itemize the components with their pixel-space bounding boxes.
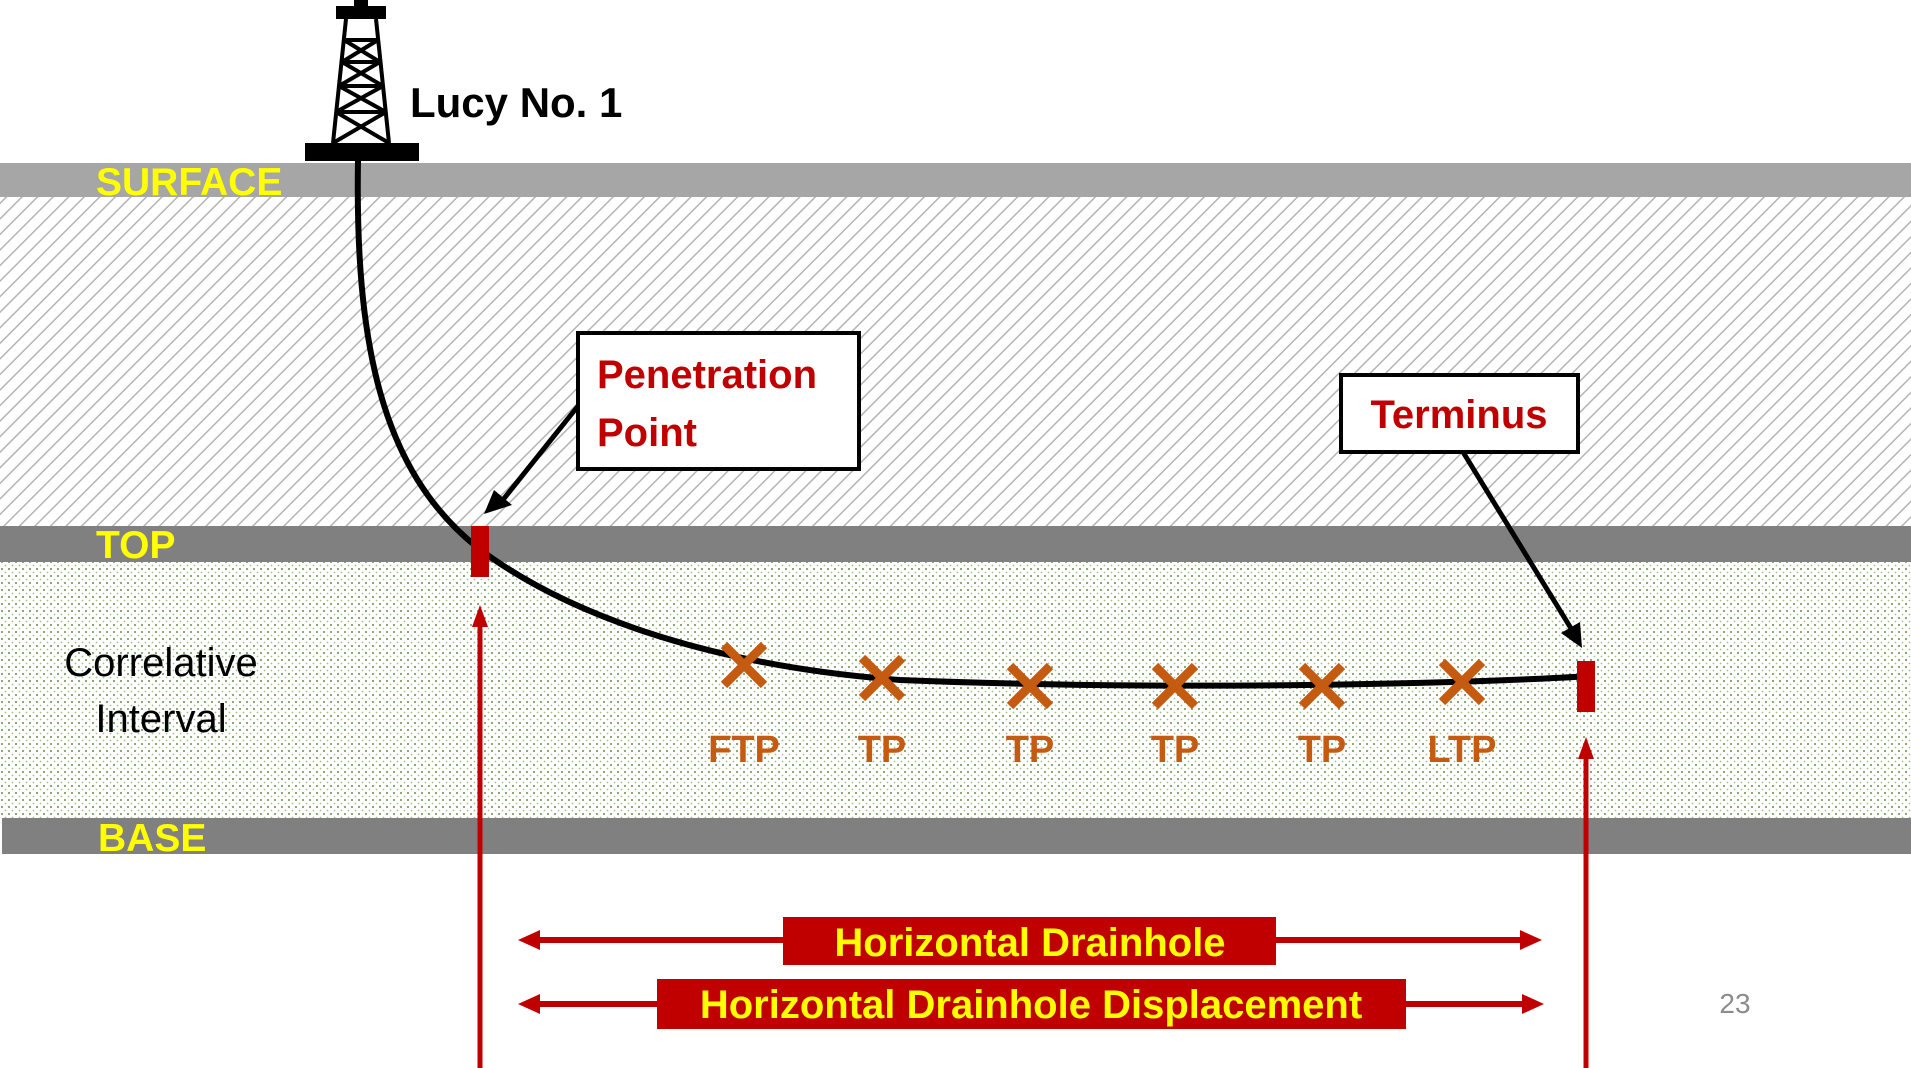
top-label: TOP [96,524,175,567]
take-point-label: FTP [708,729,780,771]
take-point-label: TP [858,729,907,771]
take-points: FTP TP TP TP TP LTP [708,641,1497,771]
surface-bar [0,163,1911,197]
penetration-point-text-line2: Point [597,411,697,455]
penetration-vertical-arrowhead [472,605,488,627]
terminus-vertical-arrowhead [1578,737,1594,759]
take-point-x-icon [858,654,906,702]
take-point-x-icon [1298,662,1346,710]
penetration-point-arrowhead [484,490,512,514]
correlative-interval-layer [0,562,1911,818]
horizontal-drainhole-label: Horizontal Drainhole [834,921,1225,965]
interval-label-line1: Correlative [64,641,257,685]
base-bar [2,818,1911,854]
terminus-arrowhead [1561,622,1582,648]
top-bar [0,526,1911,562]
take-point-x-icon [720,641,768,689]
take-point-label: TP [1006,729,1055,771]
interval-label-line2: Interval [95,697,226,741]
horizontal-drainhole-displacement-label: Horizontal Drainhole Displacement [700,983,1362,1027]
well-name: Lucy No. 1 [410,79,622,126]
penetration-point-callout [576,331,861,471]
wellbore-path [354,157,1593,689]
base-label: BASE [98,817,206,860]
penetration-point-marker [471,526,489,577]
take-point-x-icon [1151,662,1199,710]
terminus-arrow [1460,450,1575,632]
take-point-label: TP [1151,729,1200,771]
take-point-label: LTP [1428,729,1497,771]
take-point-label: TP [1298,729,1347,771]
penetration-point-arrow [500,404,580,503]
horizontal-drainhole-measure: Horizontal Drainhole [518,917,1542,965]
drilling-rig-icon [305,0,419,161]
terminus-marker [1577,661,1595,712]
page-number: 23 [1719,988,1750,1019]
surface-label: SURFACE [96,161,282,204]
take-point-x-icon [1006,662,1054,710]
horizontal-drainhole-displacement-measure: Horizontal Drainhole Displacement [518,979,1544,1029]
penetration-point-text-line1: Penetration [597,353,817,397]
take-point-x-icon [1438,658,1486,706]
terminus-text: Terminus [1370,393,1547,437]
overburden-layer [0,196,1911,526]
terminus-callout [1339,373,1580,454]
